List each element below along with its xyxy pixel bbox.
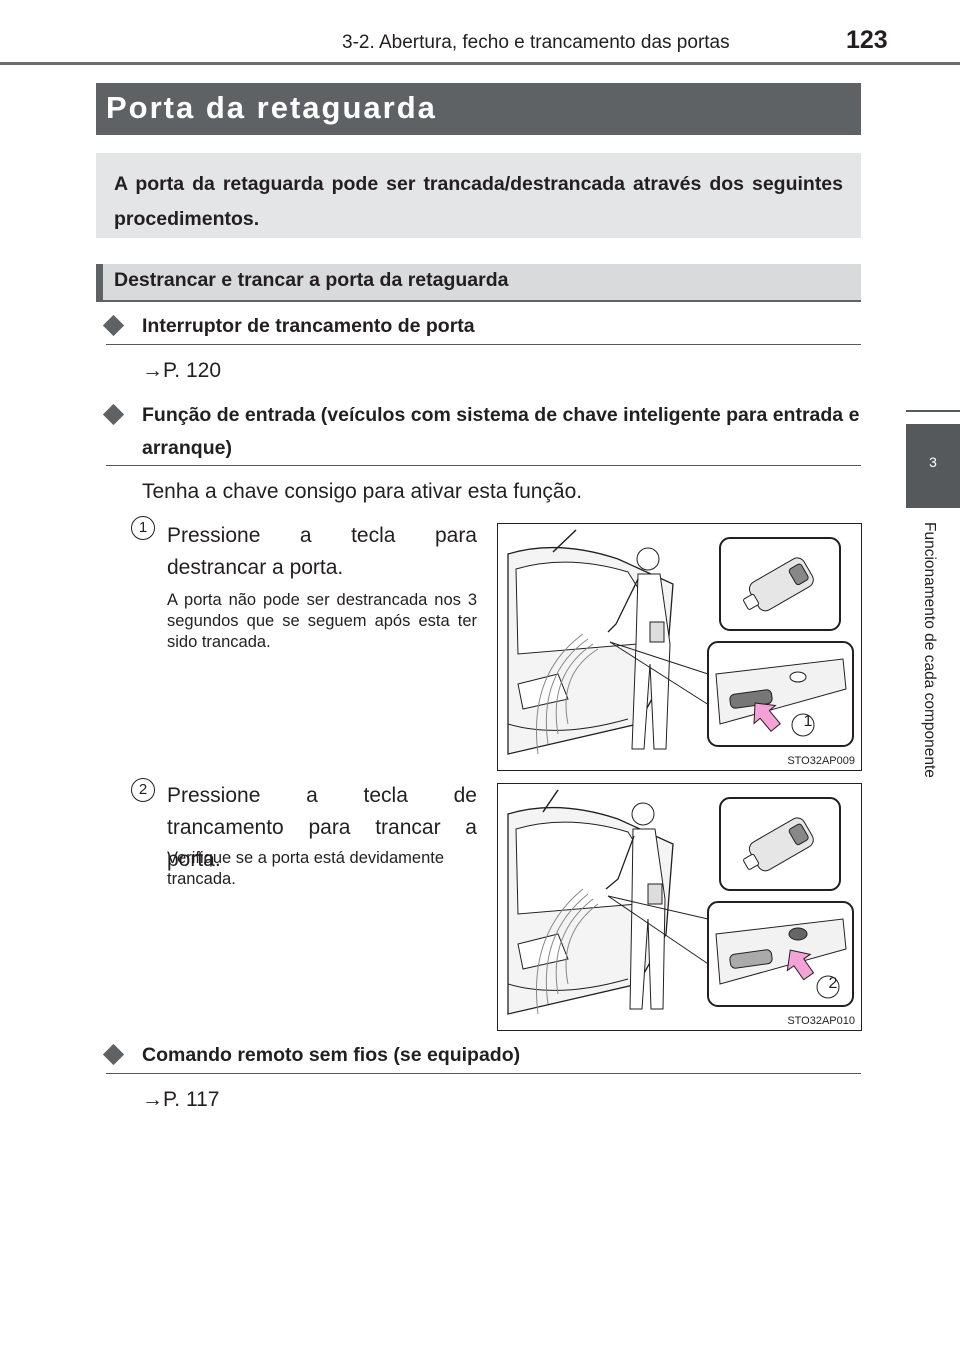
entry-function-description: Tenha a chave consigo para ativar esta f…: [142, 480, 583, 503]
figure-code: STO32AP009: [787, 755, 855, 767]
page-reference: →P. 120: [142, 359, 222, 382]
subheading-door-lock-switch: Interruptor de trancamento de porta: [102, 310, 861, 346]
diamond-bullet-icon: [102, 314, 125, 337]
chapter-title: 3-2. Abertura, fecho e trancamento das p…: [342, 32, 730, 53]
step-number: 1: [131, 516, 155, 540]
subheading-rule: [106, 465, 861, 466]
header-rule: [0, 62, 960, 65]
figure-callout-number: 2: [828, 975, 838, 992]
arrow-icon: [786, 949, 815, 981]
page-number: 123: [846, 26, 888, 54]
diamond-bullet-icon: [102, 403, 125, 426]
subheading-rule: [106, 344, 861, 345]
page-title: Porta da retaguarda: [106, 90, 437, 125]
section-heading-text: Destrancar e trancar a porta da retaguar…: [114, 269, 509, 291]
step-note: A porta não pode ser destrancada nos 3 s…: [167, 591, 477, 651]
step-text: Pressione a tecla de trancamento para tr…: [167, 784, 477, 871]
subheading-wireless-remote: Comando remoto sem fios (se equipado): [102, 1039, 861, 1075]
page-reference: →P. 117: [142, 1088, 220, 1111]
subheading-rule: [106, 1073, 861, 1074]
figure-code: STO32AP010: [787, 1015, 855, 1027]
step-text: Pressione a tecla para destrancar a port…: [167, 524, 477, 579]
figure-callout-number: 1: [803, 713, 813, 730]
figure-unlock: 1 STO32AP009: [497, 523, 862, 771]
subheading-entry-function: Função de entrada (veículos com sistema …: [102, 399, 861, 467]
side-tab-title: Funcionamento de cada componente: [921, 522, 938, 778]
diamond-bullet-icon: [102, 1043, 125, 1066]
step-number: 2: [131, 778, 155, 802]
subheading-text: Comando remoto sem fios (se equipado): [142, 1044, 521, 1066]
intro-box: A porta da retaguarda pode ser trancada/…: [96, 153, 861, 238]
intro-text: A porta da retaguarda pode ser trancada/…: [114, 173, 843, 230]
subheading-text: Função de entrada (veículos com sistema …: [142, 404, 860, 459]
side-strip: Funcionamento de cada componente: [906, 508, 960, 1360]
subheading-text: Interruptor de trancamento de porta: [142, 315, 475, 337]
arrow-icon: [753, 702, 781, 733]
figure-unlock-illustration: [507, 529, 854, 755]
side-tab-rule: [906, 410, 960, 412]
page-title-bar: Porta da retaguarda: [96, 83, 861, 135]
figure-lock-illustration: [507, 789, 854, 1015]
side-tab-number: 3: [929, 454, 937, 470]
section-heading: Destrancar e trancar a porta da retaguar…: [96, 264, 861, 302]
step-note: Verifique se a porta está devidamente tr…: [167, 849, 445, 888]
side-tab: 3: [906, 424, 960, 508]
section-heading-bar: [96, 264, 103, 302]
figure-lock: 2 STO32AP010: [497, 783, 862, 1031]
